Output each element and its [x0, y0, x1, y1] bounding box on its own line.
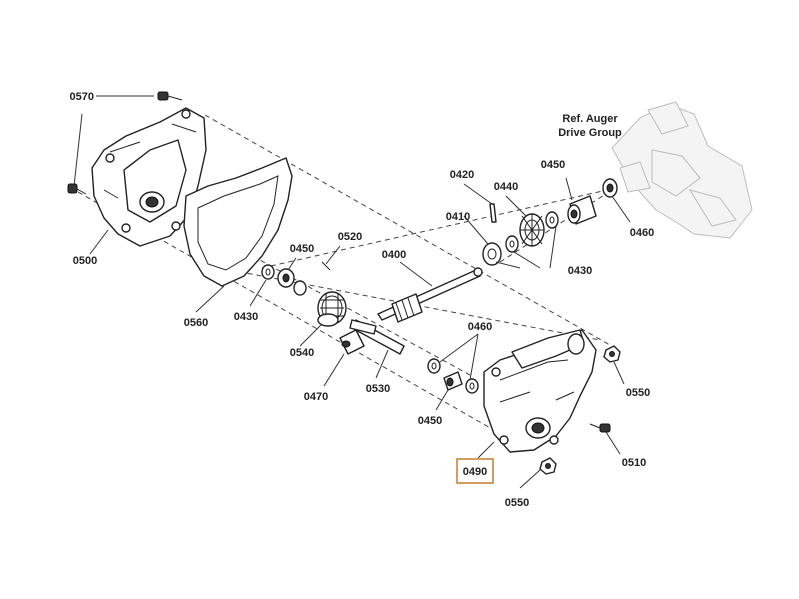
worm-gear-0440 — [519, 213, 545, 247]
washer-0460-lower-2 — [465, 378, 479, 394]
label-0450-lower: 0450 — [418, 415, 442, 427]
screw-0510 — [589, 423, 611, 433]
washer-0430-left-2 — [293, 280, 307, 296]
reference-label-line1: Ref. Auger — [562, 113, 618, 125]
label-0400: 0400 — [382, 249, 406, 261]
label-0430-right: 0430 — [568, 265, 592, 277]
label-0560: 0560 — [184, 317, 208, 329]
label-0550-upper: 0550 — [626, 387, 650, 399]
nut-0550-lower — [539, 457, 557, 475]
label-0460-lower: 0460 — [468, 321, 492, 333]
bushing-0450-lower — [443, 371, 463, 391]
label-0430-left: 0430 — [234, 311, 258, 323]
screw-0570-top — [157, 91, 183, 101]
washer-0410 — [482, 242, 502, 266]
bushing-0450-right — [567, 195, 597, 225]
label-0440: 0440 — [494, 181, 518, 193]
reference-label-line2: Drive Group — [558, 127, 622, 139]
label-0460-right: 0460 — [630, 227, 654, 239]
shift-rod-0530 — [349, 319, 405, 355]
label-0510: 0510 — [622, 457, 646, 469]
label-0550-lower: 0550 — [505, 497, 529, 509]
label-0530: 0530 — [366, 383, 390, 395]
label-0410: 0410 — [446, 211, 470, 223]
label-0500: 0500 — [73, 255, 97, 267]
right-gearbox-housing-0490 — [483, 329, 597, 453]
washer-0430-right-1 — [505, 235, 519, 253]
gasket-0560 — [183, 157, 293, 287]
shaft-0400 — [377, 267, 483, 323]
screw-0570-left — [67, 183, 87, 195]
leader-lines — [73, 95, 631, 489]
label-0570: 0570 — [70, 91, 94, 103]
label-0450-left: 0450 — [290, 243, 314, 255]
washer-0430-left — [261, 264, 275, 280]
gear-0540 — [317, 291, 347, 327]
label-0420: 0420 — [450, 169, 474, 181]
auger-drive-group-reference — [611, 101, 753, 239]
washer-0460-right — [602, 178, 618, 198]
label-0470: 0470 — [304, 391, 328, 403]
highlight-box-0490 — [456, 458, 494, 484]
nut-0550-upper — [603, 345, 621, 363]
left-gearbox-housing-0500 — [91, 107, 207, 247]
bushing-0450-left — [277, 268, 295, 288]
label-0520: 0520 — [338, 231, 362, 243]
bushing-0470 — [339, 329, 365, 355]
pin-0420 — [489, 203, 497, 223]
pin-0520 — [321, 261, 331, 271]
washer-0460-lower — [427, 358, 441, 374]
label-0490: 0490 — [463, 466, 487, 478]
label-0450-right: 0450 — [541, 159, 565, 171]
label-0540: 0540 — [290, 347, 314, 359]
washer-0430-right-2 — [545, 211, 559, 229]
